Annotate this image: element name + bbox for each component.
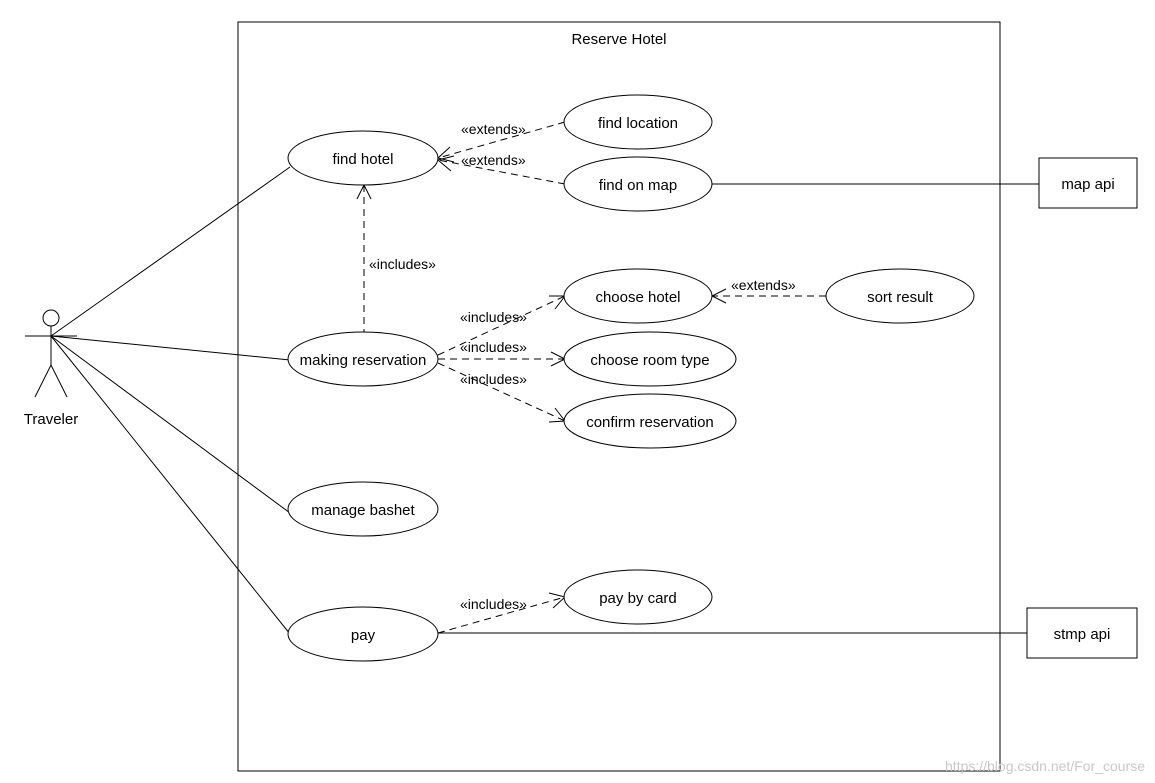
dep-extends-find-location <box>437 121 566 159</box>
external-map-api[interactable]: map api <box>1038 157 1138 209</box>
external-stmp-api[interactable]: stmp api <box>1026 607 1138 659</box>
use-case-find-location[interactable]: find location <box>563 94 713 150</box>
watermark: https://blog.csdn.net/For_course <box>945 758 1145 774</box>
text-find-on-map: find on map <box>599 177 677 194</box>
ellipse-manage-bashet <box>287 481 439 537</box>
label-extends-find-on-map: «extends» <box>461 152 526 168</box>
use-case-pay[interactable]: pay <box>287 606 439 662</box>
use-case-choose-hotel[interactable]: choose hotel <box>563 268 713 324</box>
ellipse-pay <box>287 606 439 662</box>
label-includes-choose-hotel: «includes» <box>460 309 527 325</box>
use-case-pay-by-card[interactable]: pay by card <box>563 569 713 625</box>
use-case-sort-result[interactable]: sort result <box>825 268 975 324</box>
text-map-api: map api <box>1061 176 1114 193</box>
ellipse-choose-room-type <box>563 331 737 387</box>
system-title: Reserve Hotel <box>571 31 666 48</box>
text-making-reservation: making reservation <box>300 352 427 369</box>
assoc-find-hotel <box>50 166 291 337</box>
box-map-api <box>1038 157 1138 209</box>
ellipse-sort-result <box>825 268 975 324</box>
ellipse-find-location <box>563 94 713 150</box>
text-choose-room-type: choose room type <box>590 352 709 369</box>
dep-includes-pay-by-card <box>437 596 566 634</box>
use-case-confirm-reservation[interactable]: confirm reservation <box>563 393 737 449</box>
use-case-find-hotel[interactable]: find hotel <box>287 130 439 186</box>
text-find-location: find location <box>598 115 678 132</box>
ellipse-find-hotel <box>287 130 439 186</box>
ellipse-pay-by-card <box>563 569 713 625</box>
label-includes-find-hotel: «includes» <box>369 256 436 272</box>
text-sort-result: sort result <box>867 289 934 306</box>
actor-head <box>42 309 60 327</box>
text-find-hotel: find hotel <box>333 151 394 168</box>
system-boundary <box>237 21 1001 772</box>
label-includes-confirm-reservation: «includes» <box>460 371 527 387</box>
arrowhead-includes-pay-by-card <box>548 592 567 609</box>
actor-name: Traveler <box>24 411 78 428</box>
actor-leg-left <box>34 364 52 398</box>
use-case-choose-room-type[interactable]: choose room type <box>563 331 737 387</box>
assoc-pay <box>50 335 291 635</box>
text-pay-by-card: pay by card <box>599 590 677 607</box>
text-manage-bashet: manage bashet <box>311 502 415 519</box>
text-stmp-api: stmp api <box>1054 626 1111 643</box>
assoc-making-reservation <box>50 335 291 361</box>
text-choose-hotel: choose hotel <box>595 289 680 306</box>
use-case-manage-bashet[interactable]: manage bashet <box>287 481 439 537</box>
text-confirm-reservation: confirm reservation <box>586 414 714 431</box>
label-includes-pay-by-card: «includes» <box>460 596 527 612</box>
ellipse-confirm-reservation <box>563 393 737 449</box>
actor-leg-right <box>50 364 68 398</box>
label-extends-find-location: «extends» <box>461 121 526 137</box>
ellipse-choose-hotel <box>563 268 713 324</box>
label-extends-sort-result: «extends» <box>731 277 796 293</box>
box-stmp-api <box>1026 607 1138 659</box>
assoc-manage-bashet <box>50 335 291 514</box>
ellipse-making-reservation <box>287 331 439 387</box>
dep-extends-find-on-map <box>437 159 566 185</box>
text-pay: pay <box>351 627 376 644</box>
use-case-find-on-map[interactable]: find on map <box>563 156 713 212</box>
ellipse-find-on-map <box>563 156 713 212</box>
label-includes-choose-room-type: «includes» <box>460 339 527 355</box>
use-case-making-reservation[interactable]: making reservation <box>287 331 439 387</box>
actor-traveler[interactable]: Traveler <box>24 309 78 428</box>
